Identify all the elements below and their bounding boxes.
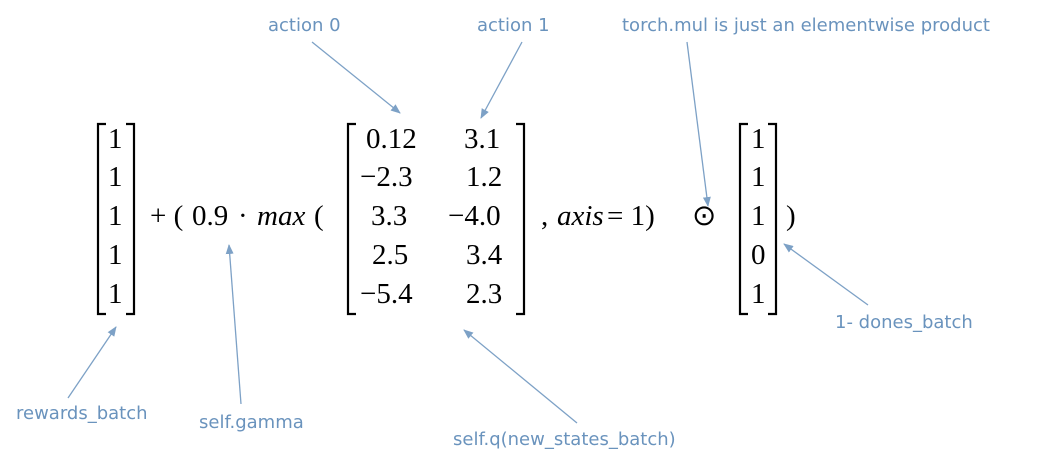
label-rewards-batch: rewards_batch [16, 403, 148, 424]
q-matrix-cell: 2.5 [372, 239, 409, 271]
rewards-entry: 1 [108, 161, 123, 193]
q-matrix-cell: 0.12 [366, 123, 417, 155]
rewards-entry: 1 [108, 123, 123, 155]
q-left-bracket [346, 122, 356, 316]
dones-left-bracket [738, 122, 748, 316]
label-action-1: action 1 [477, 15, 550, 36]
plus-open-paren: + ( [150, 200, 184, 232]
q-matrix-cell: 3.3 [371, 200, 408, 232]
dones-entry: 1 [751, 278, 766, 310]
dones-entry: 1 [751, 161, 766, 193]
arrow-action-1 [480, 41, 523, 119]
dones-entry: 1 [751, 200, 766, 232]
arrow-torch-mul [686, 41, 711, 207]
arrow-self-q [463, 329, 578, 424]
q-matrix-cell: 2.3 [466, 278, 503, 310]
arrow-self-gamma [225, 244, 242, 405]
arrow-dones-batch [783, 243, 869, 306]
label-dones-batch: 1- dones_batch [835, 312, 973, 333]
rewards-right-bracket [126, 122, 136, 316]
cdot-operator: · [238, 200, 248, 232]
arrow-rewards-batch [67, 326, 117, 399]
arrow-action-0 [311, 41, 401, 114]
label-self-q: self.q(new_states_batch) [453, 429, 676, 450]
q-right-bracket [516, 122, 526, 316]
rewards-left-bracket [96, 122, 106, 316]
dones-entry: 1 [751, 123, 766, 155]
q-matrix-cell: −4.0 [448, 200, 501, 232]
q-matrix-cell: 1.2 [466, 161, 503, 193]
rewards-entry: 1 [108, 239, 123, 271]
q-matrix-cell: −5.4 [360, 278, 413, 310]
label-torch-mul: torch.mul is just an elementwise product [622, 15, 990, 36]
axis-name: axis [557, 200, 604, 232]
dones-right-bracket [768, 122, 778, 316]
max-open-paren: ( [314, 200, 324, 232]
gamma-value: 0.9 [192, 200, 229, 232]
rewards-entry: 1 [108, 278, 123, 310]
max-function: max [257, 200, 306, 232]
close-paren: ) [786, 200, 796, 232]
q-matrix-cell: −2.3 [360, 161, 413, 193]
q-matrix-cell: 3.4 [466, 239, 503, 271]
rewards-entry: 1 [108, 200, 123, 232]
comma: , [541, 200, 549, 232]
dones-entry: 0 [751, 239, 766, 271]
axis-equals-one: = 1) [607, 200, 655, 232]
label-action-0: action 0 [268, 15, 341, 36]
q-matrix-cell: 3.1 [464, 123, 501, 155]
label-self-gamma: self.gamma [199, 412, 304, 433]
